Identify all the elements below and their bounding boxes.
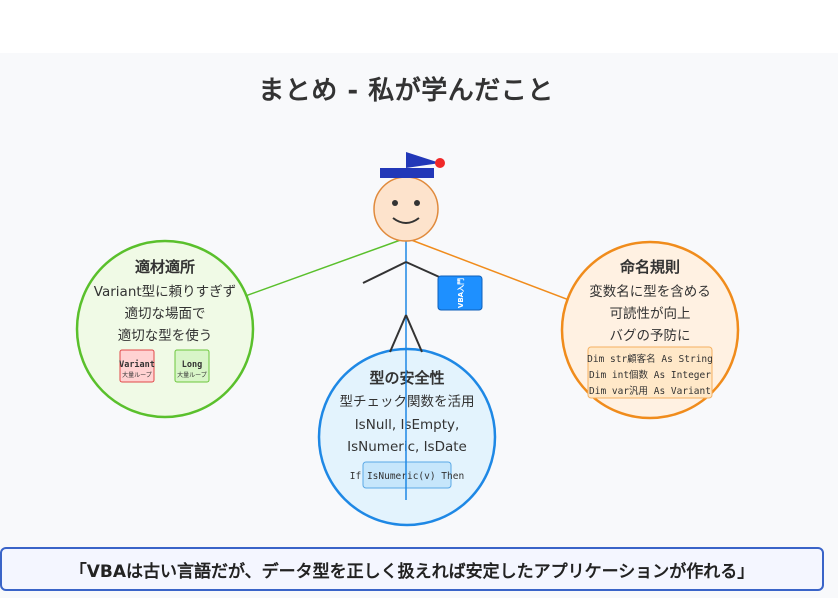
- right-heading: 命名規則: [619, 258, 680, 276]
- right-code-box: [587, 346, 713, 399]
- chip-variant: [119, 349, 155, 383]
- center-circle-group: 型の安全性 型チェック関数を活用 IsNull, IsEmpty, IsNume…: [317, 347, 497, 527]
- left-circle-group: 適材適所 Variant型に頼りすぎず 適切な場面で 適切な型を使う Varia…: [75, 239, 255, 419]
- figure-leg-right: [405, 314, 423, 353]
- chip-long-label: Long: [182, 360, 202, 370]
- left-heading: 適材適所: [135, 258, 195, 276]
- chip-variant-sub: 大量ループ: [122, 371, 152, 379]
- chip-long-sub: 大量ループ: [177, 371, 207, 379]
- graduation-cap-tassel: [435, 158, 445, 168]
- right-circle-group: 命名規則 変数名に型を含める 可読性が向上 バグの予防に Dim str顧客名 …: [560, 240, 740, 420]
- left-line-1: Variant型に頼りすぎず: [94, 284, 236, 300]
- figure-arm-left: [362, 261, 407, 284]
- page-title: まとめ - 私が学んだこと: [258, 76, 554, 106]
- center-line-2: IsNull, IsEmpty,: [355, 417, 460, 433]
- chip-long: [174, 349, 210, 383]
- right-line-1: 変数名に型を含める: [589, 283, 711, 300]
- center-heading: 型の安全性: [369, 369, 444, 387]
- left-line-3: 適切な型を使う: [118, 327, 213, 344]
- right-code-line-1: Dim str顧客名 As String: [587, 353, 713, 365]
- figure-head: [373, 176, 439, 242]
- student-figure: VBA入門: [362, 152, 483, 500]
- graduation-cap-band: [380, 168, 434, 178]
- vba-book-icon: [437, 275, 483, 311]
- right-code-line-2: Dim int個数 As Integer: [589, 369, 711, 381]
- figure-eye-right: [414, 200, 420, 206]
- center-code-box: [362, 461, 452, 489]
- quote-banner: 「VBAは古い言語だが、データ型を正しく扱えれば安定したアプリケーションが作れる…: [0, 547, 824, 591]
- left-line-2: 適切な場面で: [125, 305, 206, 322]
- right-code-line-3: Dim var汎用 As Variant: [589, 385, 711, 397]
- chip-variant-label: Variant: [119, 359, 155, 370]
- right-line-3: バグの予防に: [610, 328, 691, 344]
- graduation-cap-top: [406, 152, 440, 168]
- center-line-1: 型チェック関数を活用: [340, 394, 475, 410]
- figure-leg-left: [389, 314, 407, 353]
- figure-smile: [392, 217, 420, 224]
- center-code-line: If IsNumeric(v) Then: [350, 471, 464, 482]
- vba-book-label: VBA入門: [456, 278, 465, 308]
- figure-eye-left: [392, 200, 398, 206]
- center-line-3: IsNumeric, IsDate: [347, 439, 467, 455]
- right-line-2: 可読性が向上: [610, 306, 691, 322]
